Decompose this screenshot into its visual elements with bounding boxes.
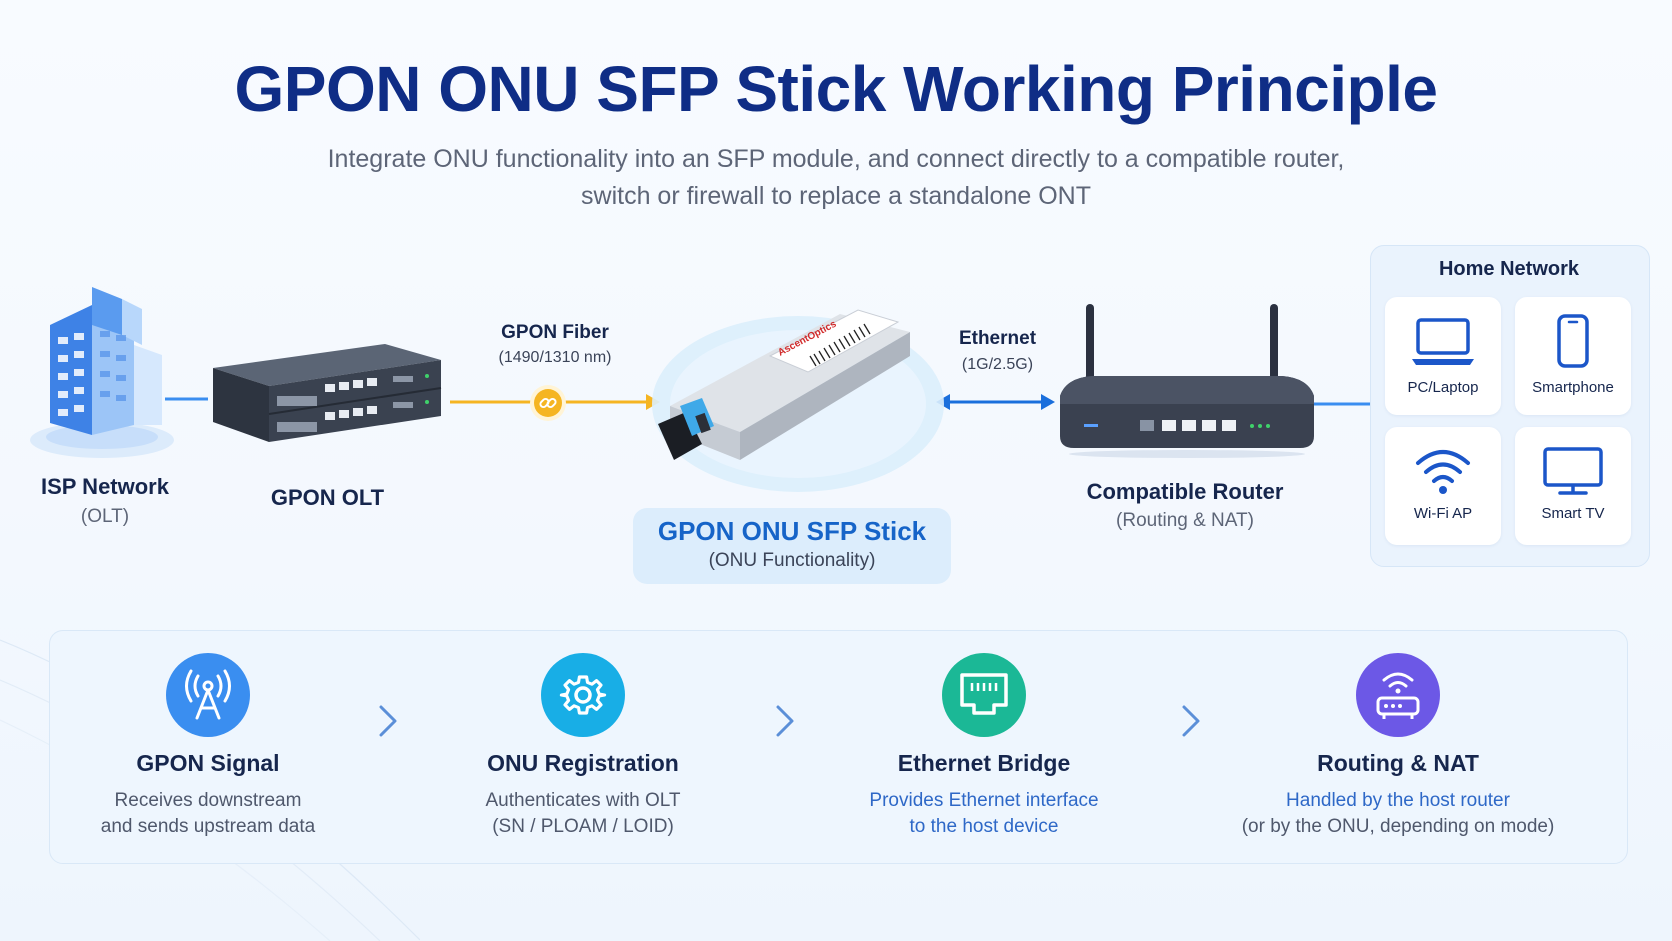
- smartphone-icon: [1557, 314, 1589, 368]
- chevron-right-icon: [776, 705, 794, 737]
- laptop-icon: [1412, 318, 1474, 365]
- sfp-stick-module: AscentOptics: [652, 309, 944, 492]
- router-sublabel: (Routing & NAT): [1116, 510, 1254, 531]
- ethernet-speed: (1G/2.5G): [961, 356, 1034, 373]
- sfp-stick-sublabel: (ONU Functionality): [708, 550, 876, 571]
- isp-network-sublabel: (OLT): [80, 506, 130, 527]
- step-desc-routing-nat-line1: Handled by the host router: [1286, 790, 1510, 811]
- fiber-wavelength: (1490/1310 nm): [498, 349, 612, 366]
- tv-icon: [1543, 447, 1603, 495]
- device-label-laptop: PC/Laptop: [1407, 379, 1479, 396]
- device-label-smart-tv: Smart TV: [1541, 505, 1605, 522]
- step-desc-routing-nat-line2: (or by the ONU, depending on mode): [1241, 816, 1555, 837]
- sfp-stick-label: GPON ONU SFP Stick: [657, 516, 927, 546]
- step-desc-ethernet-bridge-line2: to the host device: [909, 816, 1059, 837]
- router-icon: [1376, 672, 1420, 719]
- chevron-right-icon: [379, 705, 397, 737]
- fiber-link-icon: [530, 385, 566, 421]
- wifi-icon: [1416, 450, 1470, 494]
- router-device: [1060, 304, 1314, 458]
- sfp-label-box: [633, 508, 951, 584]
- subtitle-line-2: switch or firewall to replace a standalo…: [581, 182, 1091, 210]
- step-desc-onu-registration-line2: (SN / PLOAM / LOID): [492, 816, 674, 837]
- step-title-onu-registration: ONU Registration: [487, 750, 679, 776]
- step-circle-routing-nat: [1356, 653, 1440, 737]
- page-title: GPON ONU SFP Stick Working Principle: [234, 53, 1439, 125]
- isp-network-label: ISP Network: [41, 474, 169, 499]
- gpon-olt-device: [213, 344, 442, 442]
- step-circle-gpon-signal: [166, 653, 250, 737]
- step-title-routing-nat: Routing & NAT: [1317, 750, 1479, 776]
- ethernet-arrowhead-right: [1041, 394, 1055, 410]
- step-title-ethernet-bridge: Ethernet Bridge: [897, 750, 1071, 776]
- step-desc-ethernet-bridge-line1: Provides Ethernet interface: [869, 790, 1099, 811]
- device-label-smartphone: Smartphone: [1532, 379, 1614, 396]
- step-circle-onu-registration: [541, 653, 625, 737]
- step-title-gpon-signal: GPON Signal: [136, 750, 280, 776]
- router-label: Compatible Router: [1086, 479, 1284, 504]
- chevron-right-icon: [1182, 705, 1200, 737]
- antenna-icon: [185, 669, 231, 720]
- ethernet-label: Ethernet: [958, 328, 1037, 349]
- gpon-olt-label: GPON OLT: [270, 485, 385, 510]
- step-desc-gpon-signal-line2: and sends upstream data: [100, 816, 316, 837]
- ethernet-port-icon: [960, 673, 1008, 715]
- gear-icon: [559, 675, 607, 715]
- isp-building-icon: [30, 287, 174, 458]
- step-circle-ethernet-bridge: [942, 653, 1026, 737]
- device-label-wifi-ap: Wi-Fi AP: [1413, 505, 1473, 522]
- home-network-title: Home Network: [1438, 258, 1580, 280]
- fiber-label: GPON Fiber: [501, 322, 609, 343]
- device-card-laptop: [1385, 297, 1501, 415]
- subtitle-line-1: Integrate ONU functionality into an SFP …: [327, 145, 1345, 173]
- step-desc-gpon-signal-line1: Receives downstream: [114, 790, 302, 811]
- step-desc-onu-registration-line1: Authenticates with OLT: [485, 790, 681, 811]
